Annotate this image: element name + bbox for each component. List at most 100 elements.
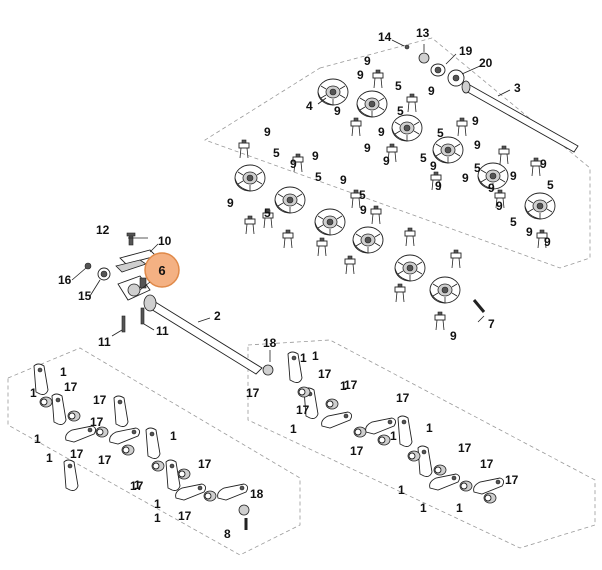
lower-assembly-frame-right — [247, 339, 596, 549]
part-label-11: 11 — [156, 324, 169, 338]
bolt-12 — [126, 232, 136, 246]
rotor-5 — [391, 114, 423, 142]
part-label-9: 9 — [488, 181, 495, 195]
disc-20 — [447, 69, 465, 87]
part-label-1: 1 — [312, 349, 319, 363]
part-labels: 14 13 19 20 3 9 5 9 4 9 5 9 9 9 5 9 9 5 … — [30, 26, 554, 541]
part-label-9: 9 — [450, 329, 457, 343]
rotor-5 — [524, 192, 556, 220]
part-label-19: 19 — [459, 44, 473, 58]
part-label-9: 9 — [540, 157, 547, 171]
part-label-5: 5 — [273, 146, 280, 160]
part-label-9: 9 — [264, 125, 271, 139]
part-label-10: 10 — [158, 234, 172, 248]
part-label-5: 5 — [359, 188, 366, 202]
part-label-17: 17 — [505, 473, 519, 487]
part-label-9: 9 — [364, 54, 371, 68]
part-label-1: 1 — [340, 379, 347, 393]
rotor-5 — [234, 164, 266, 192]
part-label-17: 17 — [318, 367, 332, 381]
rotor-5 — [356, 90, 388, 118]
rotor-5 — [429, 276, 461, 304]
part-label-9: 9 — [357, 68, 364, 82]
part-label-13: 13 — [416, 26, 430, 40]
rotor-5 — [274, 186, 306, 214]
callout-6-highlight[interactable]: 6 — [139, 252, 180, 291]
bearing-15 — [97, 267, 111, 281]
part-label-5: 5 — [474, 161, 481, 175]
part-label-5: 5 — [395, 79, 402, 93]
lower-assembly-frame-left — [7, 347, 301, 556]
part-label-17: 17 — [93, 393, 107, 407]
callout-6-label[interactable]: 6 — [158, 263, 165, 278]
washer-13 — [418, 52, 430, 64]
part-label-1: 1 — [420, 501, 427, 515]
part-label-1: 1 — [290, 422, 297, 436]
part-label-17: 17 — [344, 378, 358, 392]
part-label-17: 17 — [458, 441, 472, 455]
part-label-1: 1 — [398, 483, 405, 497]
part-label-11: 11 — [98, 335, 111, 349]
part-label-1: 1 — [34, 432, 41, 446]
part-label-9: 9 — [526, 225, 533, 239]
bolt-11 — [121, 307, 145, 333]
part-label-9: 9 — [496, 199, 503, 213]
part-label-9: 9 — [290, 157, 297, 171]
part-label-1: 1 — [134, 478, 141, 492]
part-label-5: 5 — [437, 126, 444, 140]
shaft-2 — [143, 294, 263, 375]
part-label-9: 9 — [227, 196, 234, 210]
part-label-1: 1 — [60, 365, 67, 379]
part-label-17: 17 — [480, 457, 494, 471]
part-label-1: 1 — [154, 511, 161, 525]
part-label-9: 9 — [364, 141, 371, 155]
leader-lines — [71, 39, 511, 362]
rotor-group-frame — [204, 37, 591, 269]
part-label-14: 14 — [378, 30, 392, 44]
shaft-3 — [461, 80, 579, 153]
part-label-17: 17 — [246, 386, 260, 400]
part-label-2: 2 — [214, 309, 221, 323]
part-label-1: 1 — [456, 501, 463, 515]
part-label-17: 17 — [178, 509, 192, 523]
part-label-17: 17 — [130, 479, 144, 493]
part-label-1: 1 — [170, 429, 177, 443]
pin-14 — [404, 44, 410, 50]
bushing-17 — [39, 386, 497, 504]
part-label-5: 5 — [315, 170, 322, 184]
part-label-9: 9 — [360, 203, 367, 217]
part-label-9: 9 — [378, 125, 385, 139]
part-label-9: 9 — [334, 104, 341, 118]
part-label-12: 12 — [96, 223, 110, 237]
part-label-9: 9 — [544, 235, 551, 249]
part-label-9: 9 — [312, 149, 319, 163]
part-label-1: 1 — [154, 497, 161, 511]
part-label-8: 8 — [224, 527, 231, 541]
part-label-17: 17 — [198, 457, 212, 471]
part-label-5: 5 — [420, 151, 427, 165]
part-label-17: 17 — [64, 380, 78, 394]
part-label-5: 5 — [510, 215, 517, 229]
part-label-9: 9 — [340, 173, 347, 187]
part-label-4: 4 — [306, 99, 313, 113]
part-label-15: 15 — [78, 289, 92, 303]
part-label-17: 17 — [98, 453, 112, 467]
part-label-9: 9 — [510, 169, 517, 183]
part-label-9: 9 — [474, 138, 481, 152]
rotor-5 — [352, 226, 384, 254]
part-label-5: 5 — [547, 178, 554, 192]
rotor-5 — [394, 254, 426, 282]
part-label-17: 17 — [90, 415, 104, 429]
part-label-1: 1 — [30, 386, 37, 400]
part-label-5: 5 — [264, 206, 271, 220]
part-label-7: 7 — [488, 317, 495, 331]
part-label-18: 18 — [263, 336, 277, 350]
part-label-18: 18 — [250, 487, 264, 501]
part-label-9: 9 — [462, 171, 469, 185]
part-label-5: 5 — [397, 104, 404, 118]
part-label-16: 16 — [58, 273, 72, 287]
part-label-9: 9 — [428, 84, 435, 98]
part-label-17: 17 — [350, 444, 364, 458]
part-label-9: 9 — [430, 159, 437, 173]
